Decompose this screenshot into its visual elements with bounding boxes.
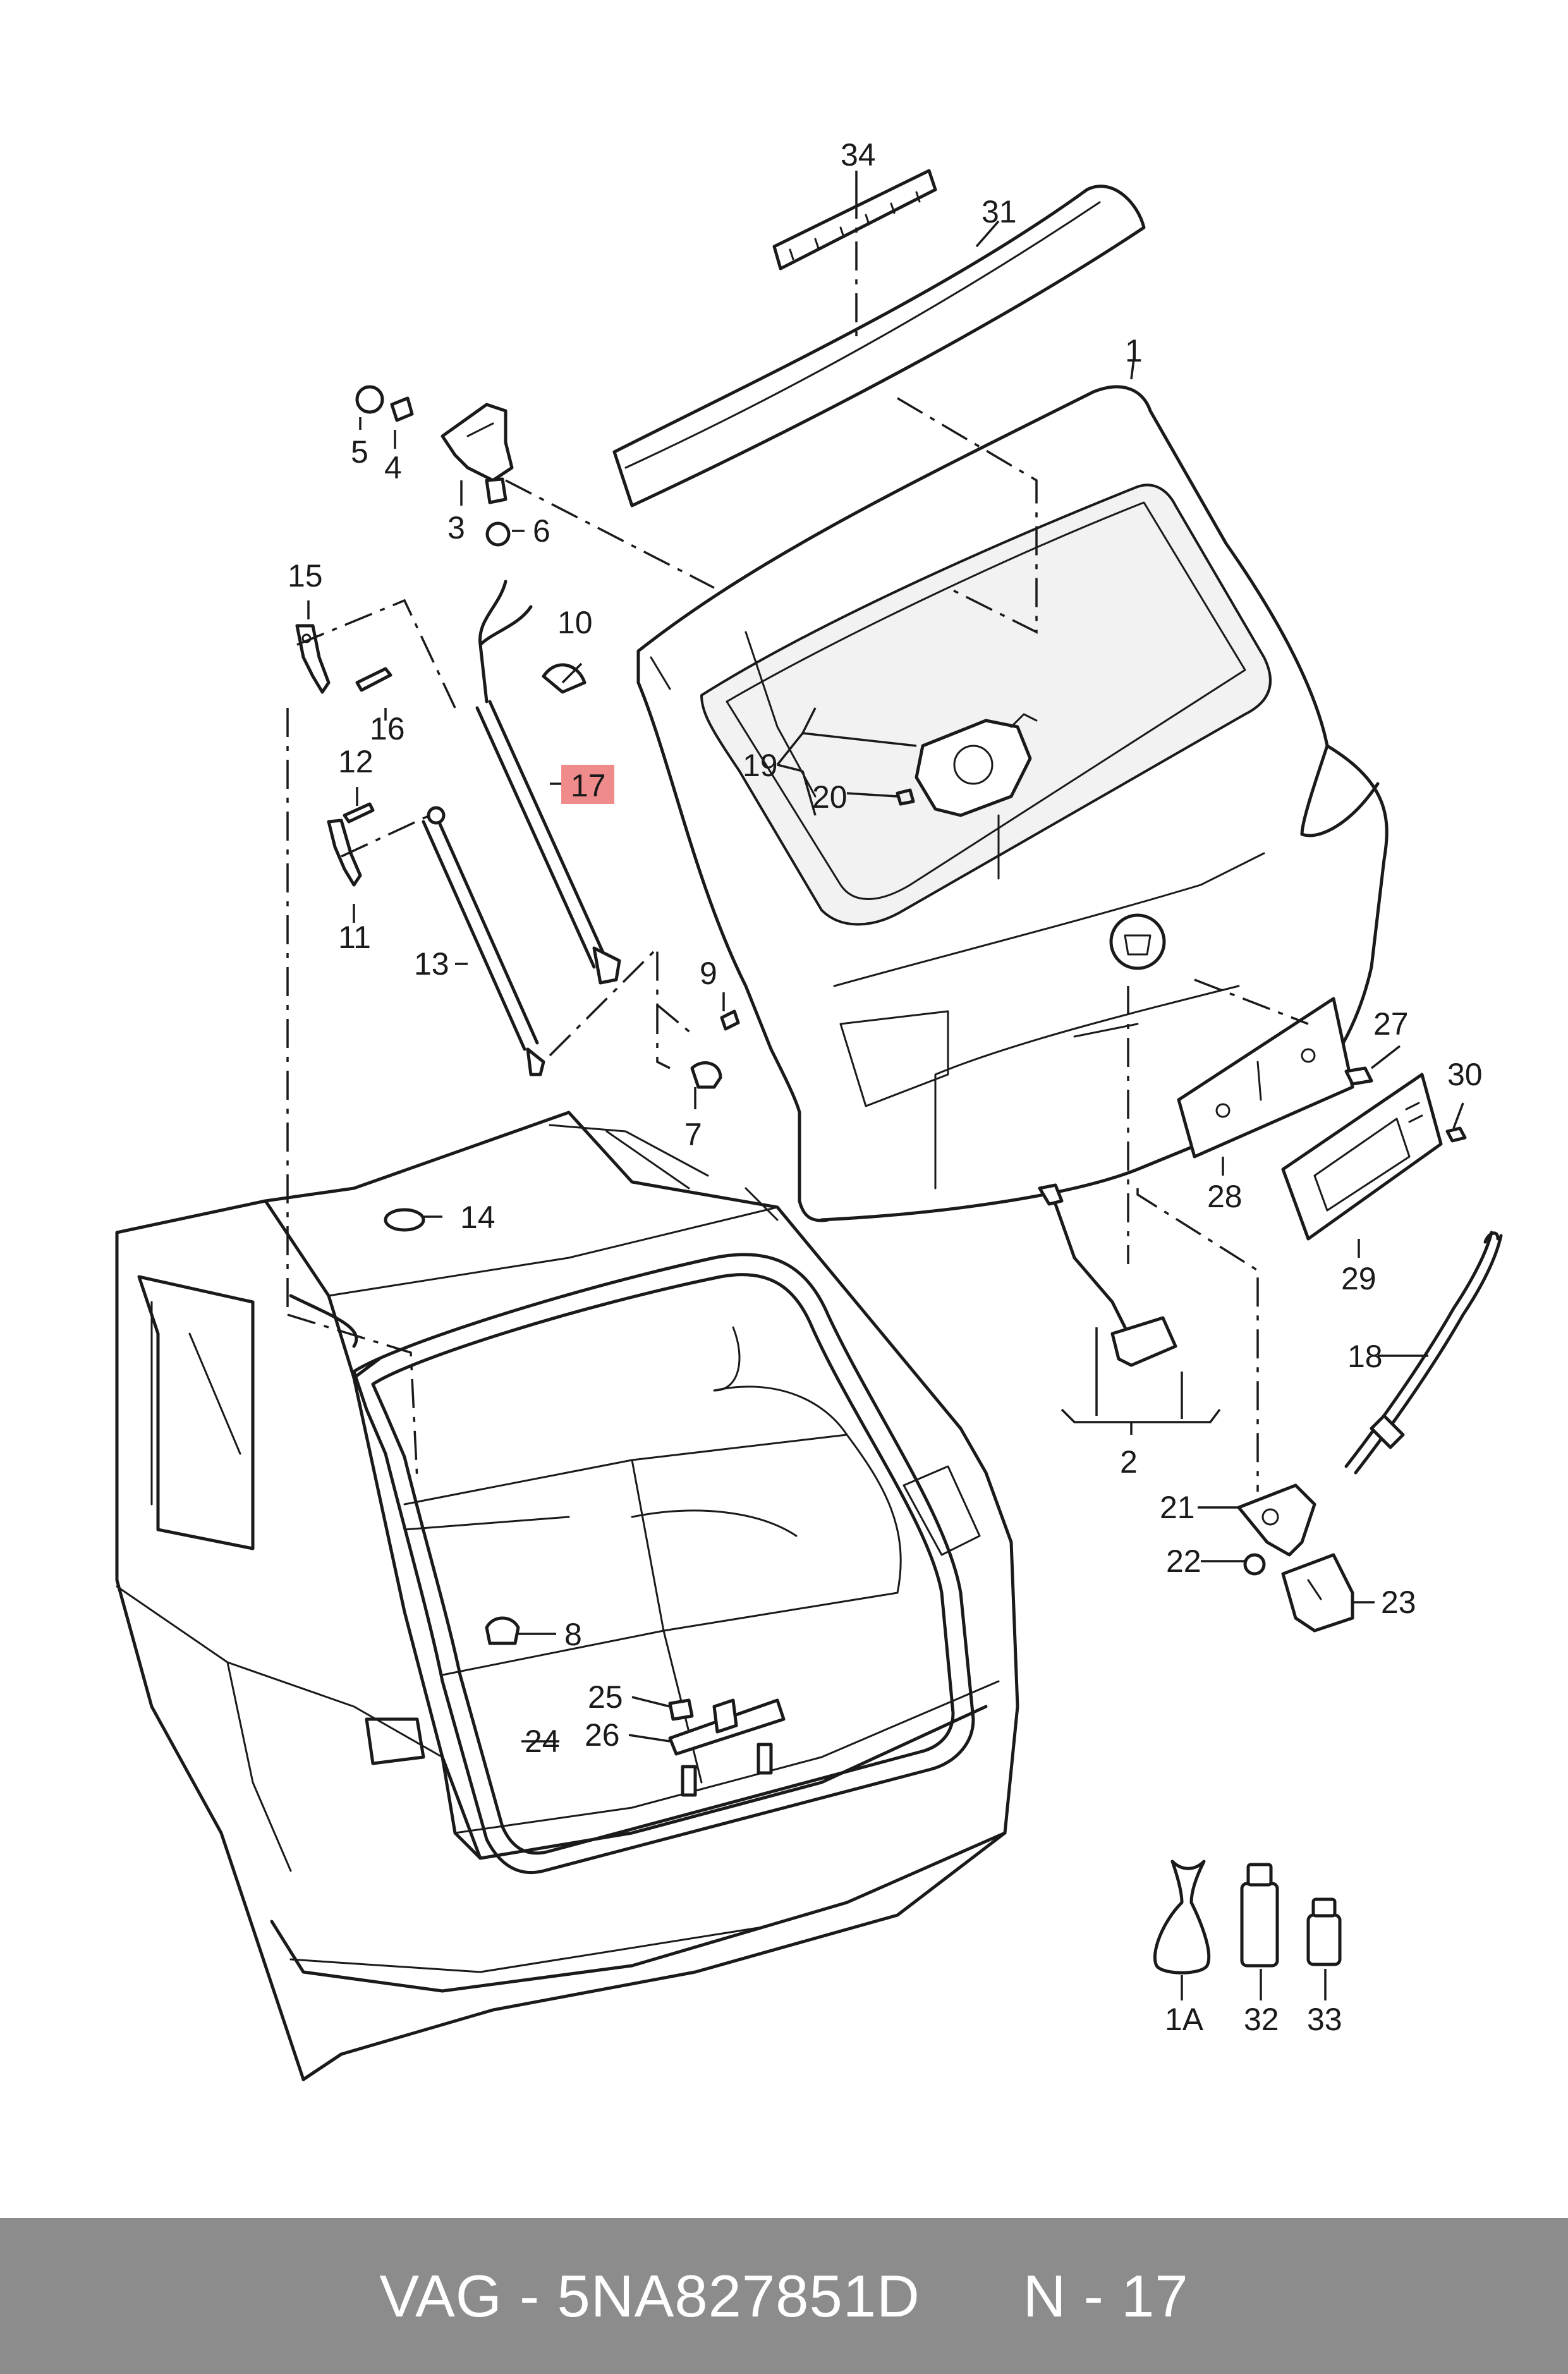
callout-17: 17 <box>571 768 606 803</box>
callout-6: 6 <box>533 513 550 549</box>
callouts: 34 31 1 5 4 3 6 15 10 16 19 20 17 12 11 … <box>288 137 1483 2037</box>
callout-34: 34 <box>841 137 876 173</box>
callout-7: 7 <box>684 1117 702 1152</box>
bracket-15 <box>295 624 392 694</box>
callout-16: 16 <box>370 711 405 746</box>
callout-32: 32 <box>1244 2002 1279 2037</box>
part-27 <box>1344 1066 1373 1086</box>
callout-2: 2 <box>1120 1444 1138 1480</box>
callout-22: 22 <box>1166 1543 1201 1579</box>
product-33 <box>1306 1897 1342 1966</box>
callout-25: 25 <box>588 1679 623 1715</box>
highlight-17 <box>561 765 614 804</box>
callout-26: 26 <box>585 1717 620 1753</box>
license-light <box>1281 1073 1443 1241</box>
tailgate <box>636 385 1389 1222</box>
callout-11: 11 <box>338 920 371 955</box>
hinge <box>355 385 514 547</box>
callout-4: 4 <box>384 450 402 485</box>
vehicle-body <box>115 1111 1019 2081</box>
release-cable <box>1344 1231 1503 1475</box>
part-26 <box>668 1698 786 1797</box>
callout-23: 23 <box>1381 1585 1416 1620</box>
latch <box>1237 1483 1316 1557</box>
product-32 <box>1240 1863 1279 1968</box>
callout-19: 19 <box>743 748 778 783</box>
part-22 <box>1243 1553 1266 1576</box>
footer-brand: VAG <box>379 2262 502 2329</box>
product-1A <box>1153 1860 1211 1975</box>
callout-14: 14 <box>460 1200 495 1235</box>
part-7 <box>690 1061 722 1089</box>
exploded-parts-diagram: 34 31 1 5 4 3 6 15 10 16 19 20 17 12 11 … <box>115 137 1503 2081</box>
callout-12: 12 <box>338 744 374 779</box>
callout-3: 3 <box>447 510 465 545</box>
leader-lines <box>307 171 1464 2000</box>
part-30 <box>1445 1126 1467 1143</box>
part-footer: VAG - 5NA827851D N - 17 <box>0 2218 1568 2374</box>
callout-5: 5 <box>351 434 368 470</box>
gas-strut-13 <box>422 806 545 1076</box>
callout-13: 13 <box>414 946 449 982</box>
footer-position-separator: - <box>1083 2262 1104 2329</box>
gas-strut-17 <box>475 580 621 985</box>
bracket-11 <box>327 802 375 887</box>
callout-8: 8 <box>564 1617 582 1652</box>
callout-18: 18 <box>1347 1339 1383 1374</box>
footer-position-number: 17 <box>1121 2262 1189 2329</box>
callout-1A: 1A <box>1165 2002 1204 2037</box>
callout-28: 28 <box>1207 1179 1243 1214</box>
license-plate-bracket <box>1177 997 1354 1159</box>
handle-switch <box>1038 1183 1177 1367</box>
callout-20: 20 <box>812 779 848 815</box>
callout-30: 30 <box>1447 1057 1483 1092</box>
spoiler-strip <box>772 169 937 271</box>
tailgate-seal <box>352 1253 975 1875</box>
callout-15: 15 <box>288 558 323 594</box>
wiper-motor <box>896 713 1038 880</box>
callout-9: 9 <box>700 956 717 991</box>
part-9 <box>720 1009 740 1031</box>
footer-position-label: N <box>1023 2262 1067 2329</box>
part-8 <box>485 1616 520 1645</box>
spoiler <box>612 185 1146 508</box>
callout-24: 24 <box>525 1724 560 1759</box>
callout-31: 31 <box>982 194 1017 229</box>
callout-10: 10 <box>557 605 593 640</box>
callout-29: 29 <box>1341 1261 1377 1296</box>
footer-part-number: 5NA827851D <box>557 2262 920 2329</box>
reference-lines <box>286 190 1309 1492</box>
footer-separator: - <box>520 2262 540 2329</box>
callout-21: 21 <box>1160 1490 1195 1525</box>
part-10 <box>542 663 586 694</box>
part-14 <box>384 1208 425 1232</box>
callout-27: 27 <box>1373 1006 1409 1042</box>
striker <box>1281 1553 1354 1633</box>
callout-1: 1 <box>1125 333 1143 368</box>
part-25 <box>668 1698 694 1721</box>
callout-33: 33 <box>1307 2002 1342 2037</box>
